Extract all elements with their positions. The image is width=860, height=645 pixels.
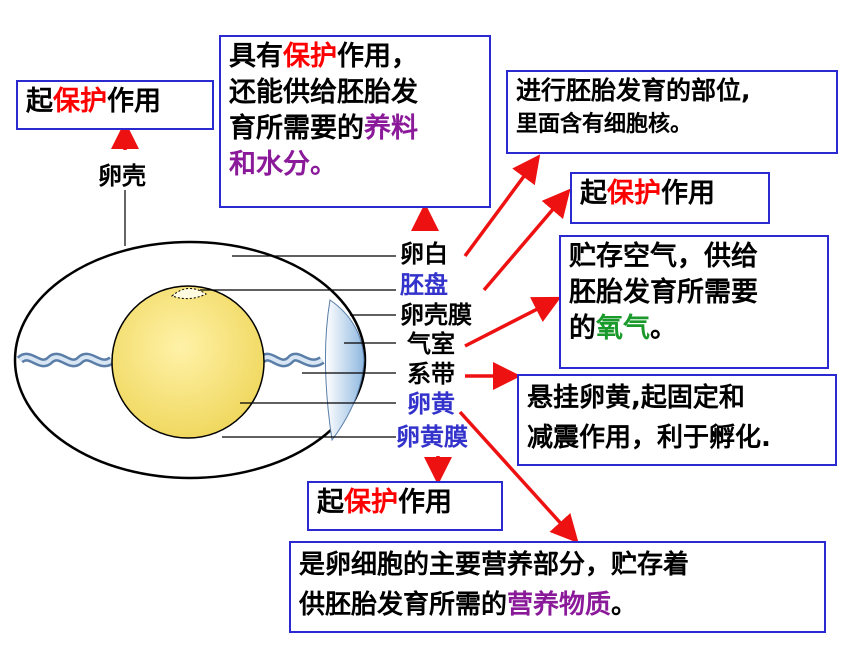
yolk-ball: [111, 285, 265, 439]
label-shell: 卵壳: [98, 162, 146, 190]
albumen-function-box: 具有保护作用， 还能供给胚胎发 育所需要的养料 和水分。: [219, 35, 491, 208]
yolk-function-box: 是卵细胞的主要营养部分，贮存着 供胚胎发育所需的营养物质。: [289, 541, 826, 633]
label-yolk-membrane: 卵黄膜: [396, 423, 468, 451]
air-cell-function-box: 贮存空气，供给 胚胎发育所需要 的氧气。: [559, 235, 829, 369]
label-albumen: 卵白: [400, 240, 448, 268]
label-chalaza: 系带: [407, 360, 455, 388]
blastodisc-function-box: 进行胚胎发育的部位, 里面含有细胞核。: [506, 70, 838, 154]
blastodisc-spot: [171, 288, 207, 300]
shell-membrane-function-box: 起保护作用: [570, 172, 770, 224]
label-air-cell: 气室: [407, 330, 455, 358]
label-blastodisc: 胚盘: [400, 271, 448, 299]
air-cell: [324, 299, 365, 442]
chalaza-function-box: 悬挂卵黄,起固定和 减震作用，利于孵化.: [517, 374, 837, 466]
shell-function-box: 起保护作用: [16, 80, 214, 130]
label-yolk: 卵黄: [407, 390, 455, 418]
yolk-membrane-function-box: 起保护作用: [307, 481, 503, 531]
label-shell-membrane: 卵壳膜: [400, 301, 472, 329]
